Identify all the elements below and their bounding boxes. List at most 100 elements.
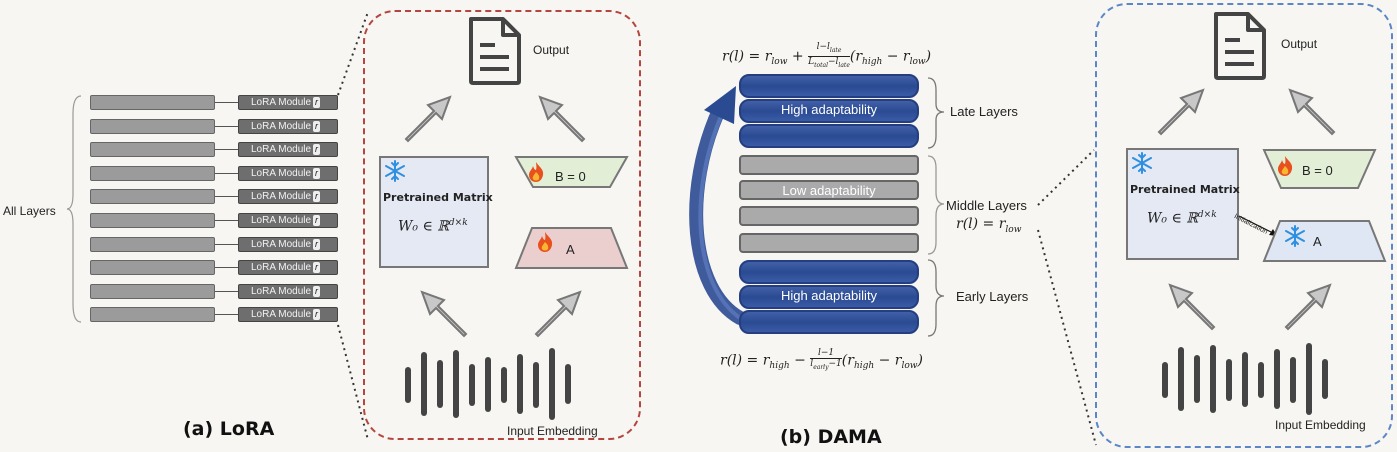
layer-bar [90, 283, 215, 299]
pretrained-matrix-formula: W₀ ∈ ℝd×k [398, 218, 468, 235]
layer-connector [215, 243, 238, 245]
lora-module-label: LoRA Module [251, 167, 312, 179]
lora-module-rank: r [313, 191, 321, 203]
document-icon [469, 17, 521, 85]
pretrained-matrix-title: Pretrained Matrix [383, 191, 493, 204]
middle-layers-label: Middle Layers [946, 198, 1027, 213]
b-label: B = 0 [1302, 163, 1333, 178]
layer-connector [215, 196, 238, 198]
layer-bar [90, 165, 215, 181]
fire-icon [1278, 156, 1293, 176]
zoom-lines-lora [337, 11, 369, 441]
up-arrow-icon [1288, 88, 1336, 136]
pretrained-matrix-box [1126, 148, 1239, 260]
high-adaptability-label-bottom: High adaptability [780, 288, 878, 303]
early-layer-bar [739, 260, 919, 284]
up-arrow-icon [1168, 283, 1216, 331]
lora-module-rank: r [313, 97, 321, 108]
all-layers-brace [66, 95, 82, 323]
layer-bar [90, 213, 215, 228]
b-matrix [514, 156, 629, 188]
layer-connector [215, 172, 238, 174]
dama-caption: (b) DAMA [780, 426, 882, 448]
lora-module-rank: r [313, 144, 321, 156]
up-arrow-icon [1284, 283, 1332, 331]
lora-module-label: LoRA Module [251, 120, 312, 132]
layer-bar [90, 260, 215, 276]
high-adaptability-label-top: High adaptability [780, 102, 878, 117]
snowflake-icon [1132, 152, 1152, 174]
a-matrix [1262, 220, 1387, 262]
lora-module-rank: r [313, 120, 321, 132]
middle-layer-bar [739, 155, 919, 175]
sound-wave-icon [1162, 343, 1328, 415]
layer-connector [215, 102, 238, 103]
lora-module-label: LoRA Module [251, 215, 312, 226]
lora-module-rank: r [313, 309, 321, 321]
middle-formula: r(l) = rlow [956, 216, 1022, 235]
lora-caption: (a) LoRA [183, 418, 275, 440]
layer-connector [215, 290, 238, 292]
layer-bar [90, 118, 215, 134]
all-layers-label: All Layers [3, 204, 56, 218]
lora-module-rank: r [313, 215, 321, 226]
up-arrow-icon [404, 95, 452, 143]
lora-module-rank: r [313, 285, 321, 297]
low-adaptability-label: Low adaptability [782, 183, 876, 198]
layer-connector [215, 267, 238, 269]
lora-module-label: LoRA Module [251, 262, 312, 274]
a-matrix [514, 227, 629, 269]
up-arrow-icon [534, 290, 582, 338]
late-layers-label: Late Layers [950, 104, 1018, 119]
document-icon [1214, 12, 1266, 80]
dama-detail-panel [1095, 3, 1393, 448]
up-arrow-icon [420, 290, 468, 338]
layer-bar [90, 307, 215, 323]
brace-icon [927, 77, 945, 337]
lora-module-label: LoRA Module [251, 97, 312, 108]
lora-module-label: LoRA Module [251, 144, 312, 156]
lora-module-rank: r [313, 262, 321, 274]
layer-connector [215, 149, 238, 151]
late-layer-bar [739, 124, 919, 148]
late-layer-bar [739, 74, 919, 98]
pretrained-matrix-box [379, 156, 489, 268]
zoom-lines-dama [1037, 149, 1097, 446]
fire-icon [529, 162, 544, 182]
lora-module-label: LoRA Module [251, 238, 312, 250]
fire-icon [538, 232, 553, 252]
early-layer-bar [739, 285, 919, 309]
middle-layer-bar [739, 206, 919, 226]
lora-detail-panel [363, 10, 641, 440]
lora-module-rank: r [313, 167, 321, 179]
lora-module-label: LoRA Module [251, 191, 312, 203]
layer-bar [90, 95, 215, 110]
pretrained-matrix-title: Pretrained Matrix [1130, 183, 1240, 196]
early-layers-label: Early Layers [956, 289, 1029, 304]
early-layer-bar [739, 310, 919, 334]
snowflake-icon [385, 160, 405, 182]
lora-module-label: LoRA Module [251, 285, 312, 297]
snowflake-icon [1285, 225, 1305, 247]
middle-layer-bar [739, 233, 919, 253]
late-layer-bar [739, 99, 919, 123]
up-arrow-icon [1157, 88, 1205, 136]
pretrained-matrix-formula: W₀ ∈ ℝd×k [1147, 210, 1217, 227]
input-embedding-label: Input Embedding [507, 424, 598, 438]
